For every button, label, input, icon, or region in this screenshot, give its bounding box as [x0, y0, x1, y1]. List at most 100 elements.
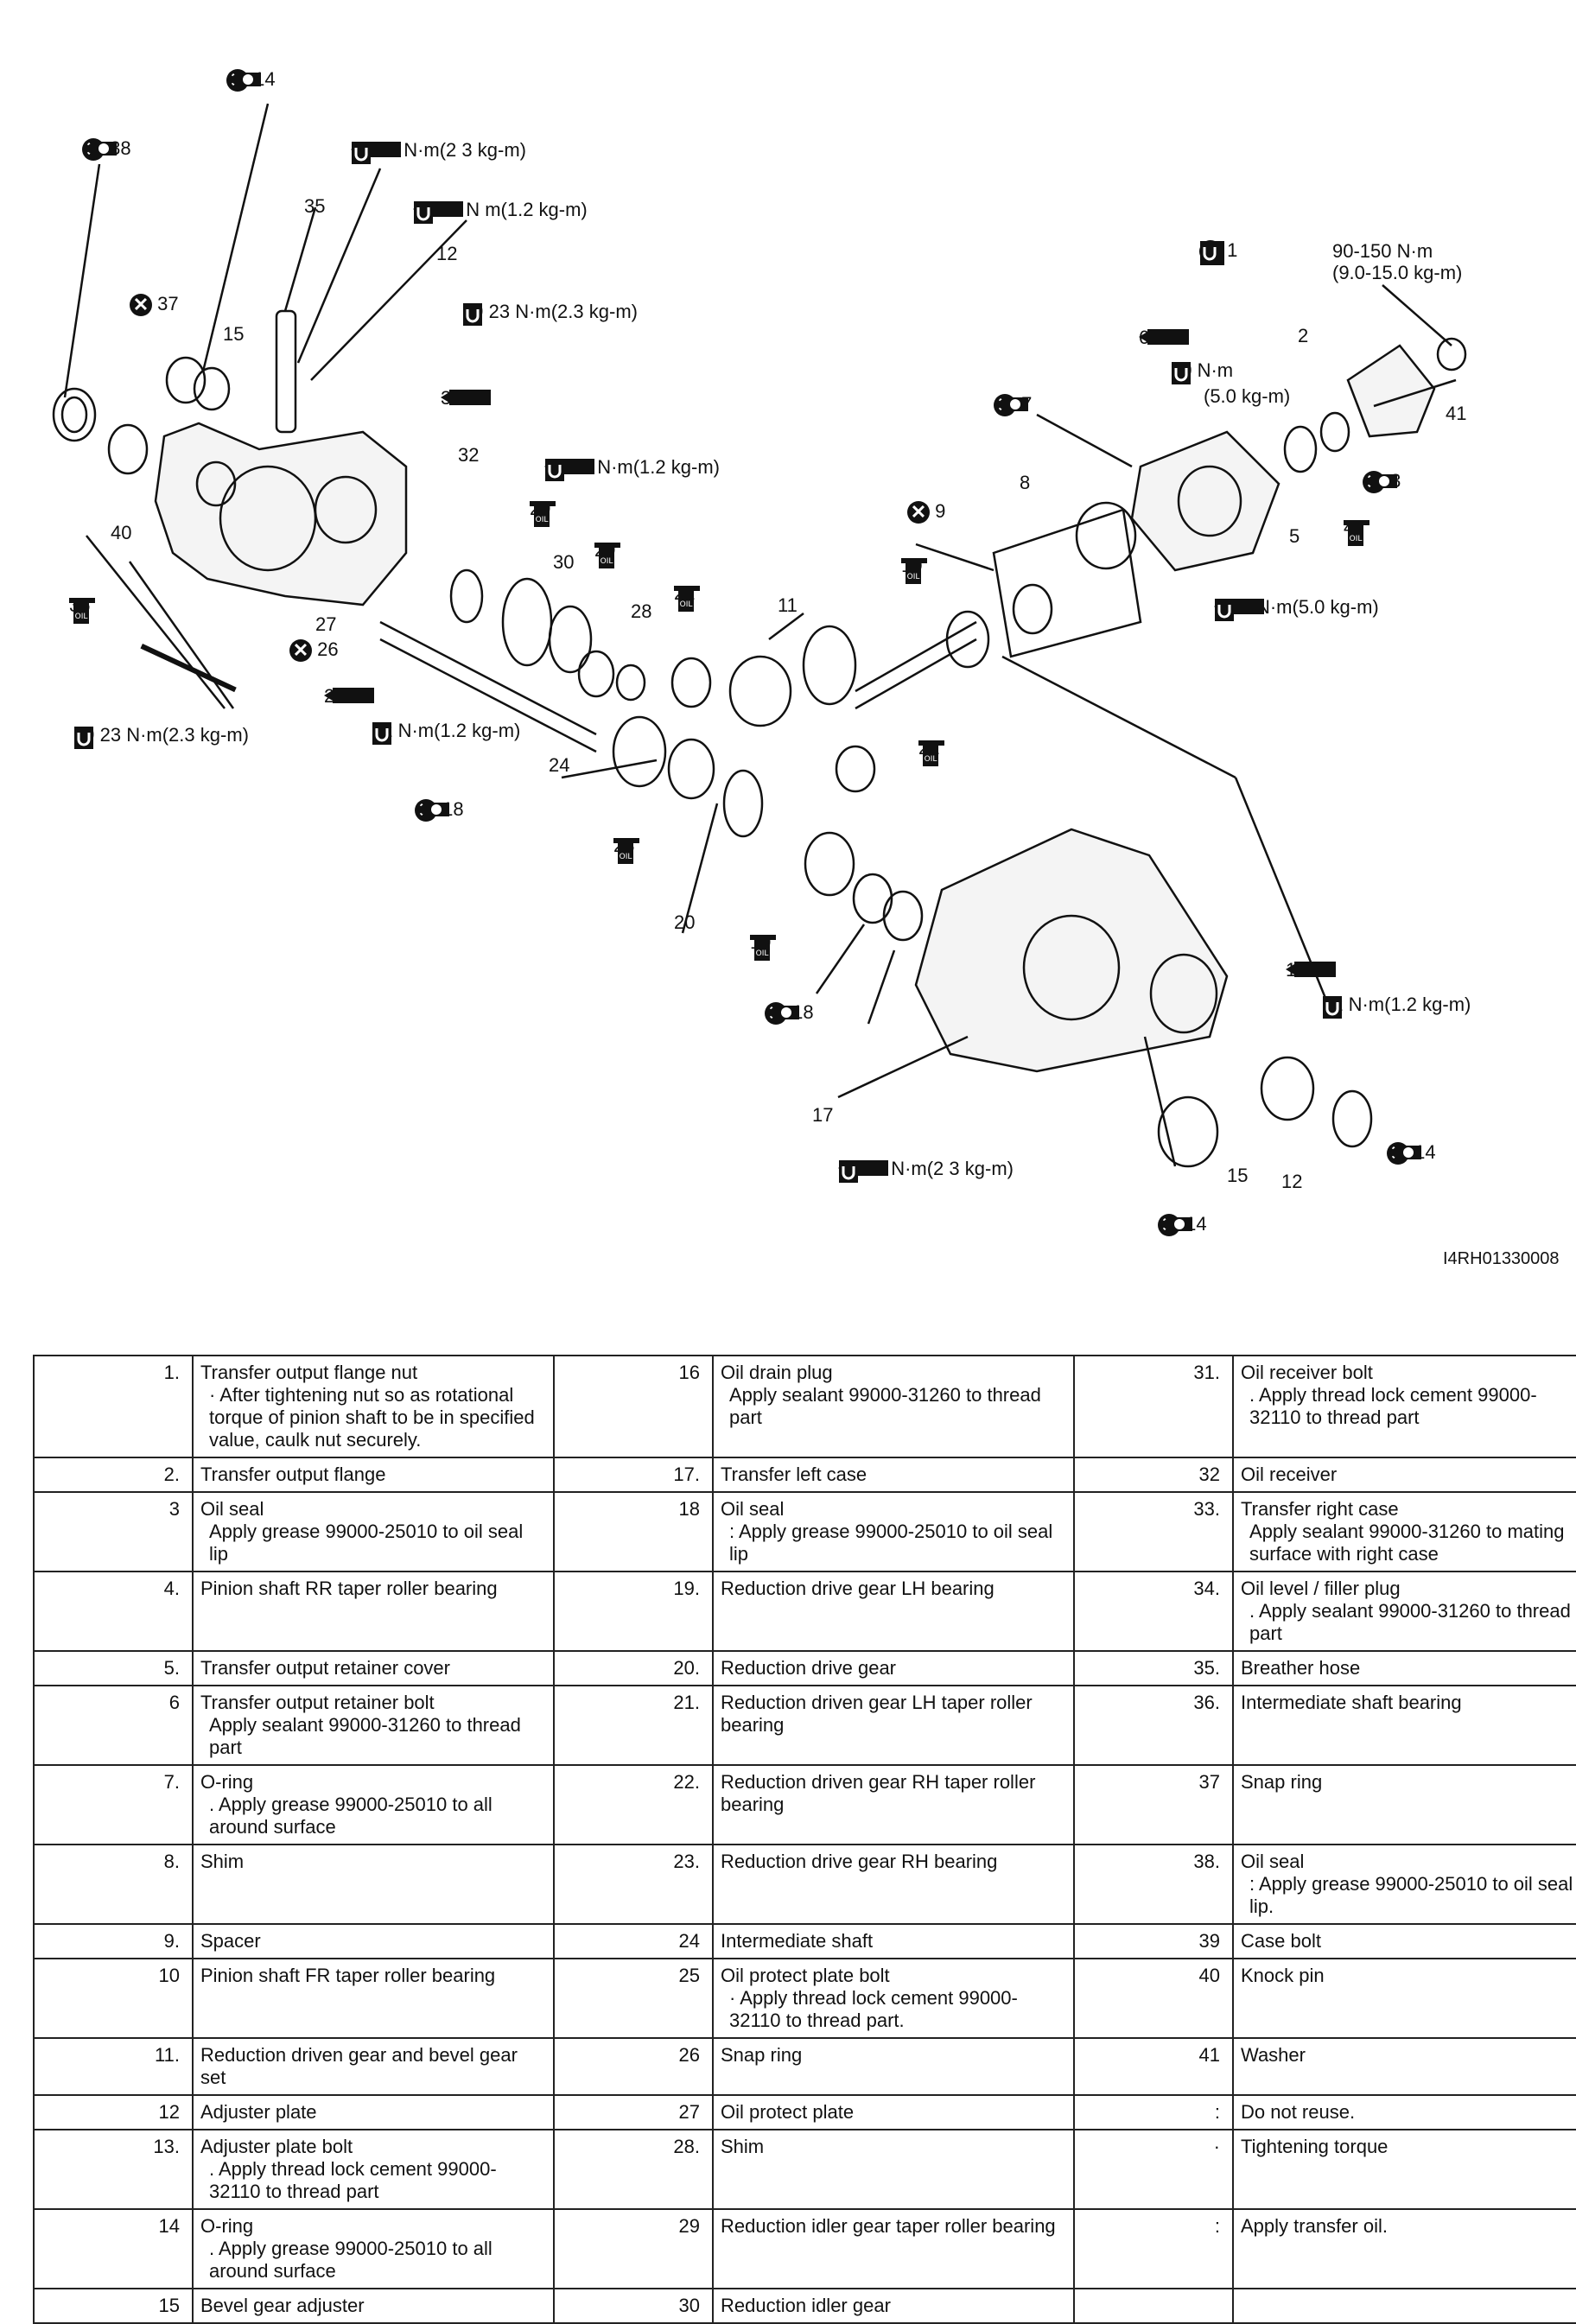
part-number: 23.: [673, 1851, 700, 1872]
callout-1-torque: 90-150 N·m(9.0-15.0 kg-m): [1332, 240, 1463, 284]
part-description-cell: Oil level / filler plug. Apply sealant 9…: [1232, 1571, 1576, 1652]
part-number-cell: 21.: [553, 1685, 714, 1766]
part-number-cell: 17.: [553, 1457, 714, 1493]
callout-31: 31 12 N·m(1.2 kg-m): [544, 458, 720, 481]
part-description-cell: Oil receiver bolt. Apply thread lock cem…: [1232, 1355, 1576, 1458]
callout-18-top: ✕ 18: [415, 799, 464, 822]
part-number-cell: 35.: [1073, 1650, 1234, 1686]
part-description-cell: Intermediate shaft: [712, 1923, 1075, 1959]
part-description-cell: Oil receiver: [1232, 1457, 1576, 1493]
part-name: Reduction idler gear: [721, 2295, 891, 2316]
part-number: 24: [678, 1930, 700, 1952]
part-number-cell: 23.: [553, 1844, 714, 1925]
part-name: Pinion shaft FR taper roller bearing: [200, 1965, 496, 1986]
callout-7: ✕ 7: [994, 394, 1032, 416]
callout-21: 21 OIL: [918, 739, 944, 766]
svg-text:OIL: OIL: [536, 516, 549, 524]
torque-wrench-icon: [839, 1160, 858, 1183]
part-number: 9.: [163, 1930, 180, 1952]
part-name: Tightening torque: [1241, 2136, 1389, 2157]
callout-9: ✕ 9: [907, 501, 945, 524]
callout-10: 10 OIL: [901, 556, 927, 584]
part-number-cell: 20.: [553, 1650, 714, 1686]
callout-14-top: ✕ 14: [226, 69, 276, 92]
part-number: 13.: [153, 2136, 180, 2157]
part-note: · Apply thread lock cement 99000-32110 t…: [729, 1987, 1018, 2031]
callout-38: ✕ 38: [82, 138, 131, 161]
oil-can-icon: OIL: [530, 501, 556, 527]
part-number-cell: 12: [33, 2094, 194, 2130]
svg-text:OIL: OIL: [907, 573, 920, 581]
part-number-cell: 41: [1073, 2037, 1234, 2096]
part-number: 25: [678, 1965, 700, 1986]
callout-6-top: 6: [1139, 328, 1189, 347]
callout-28: 28: [631, 600, 652, 622]
part-name: Pinion shaft RR taper roller bearing: [200, 1578, 498, 1599]
part-number-cell: 6: [33, 1685, 194, 1766]
part-number: 36.: [1193, 1692, 1220, 1713]
part-name: Intermediate shaft bearing: [1241, 1692, 1462, 1713]
part-description-cell: Reduction drive gear LH bearing: [712, 1571, 1075, 1652]
callout-8: 8: [1020, 472, 1031, 493]
callout-33: 33: [441, 389, 491, 408]
part-number-cell: 38.: [1073, 1844, 1234, 1925]
torque-wrench-icon: [1323, 996, 1342, 1019]
part-number-cell: 10: [33, 1958, 194, 2039]
part-number: 39: [1198, 1930, 1220, 1952]
part-name: Breather hose: [1241, 1657, 1361, 1679]
svg-text:OIL: OIL: [756, 949, 769, 958]
part-description-cell: Oil protect plate bolt· Apply thread loc…: [712, 1958, 1075, 2039]
part-number-cell: 19.: [553, 1571, 714, 1652]
part-number: 38.: [1193, 1851, 1220, 1872]
callout-13-top: 13 12 N m(1.2 kg-m): [413, 200, 588, 224]
torque-wrench-icon: [414, 201, 433, 224]
sealant-1322-icon: [324, 688, 374, 703]
part-description-cell: O-ring. Apply grease 99000-25010 to all …: [192, 2208, 555, 2289]
table-row: 4. Pinion shaft RR taper roller bearing 19…: [33, 1571, 1576, 1652]
part-number-cell: 33.: [1073, 1491, 1234, 1572]
figure-code: I4RH01330008: [1443, 1249, 1560, 1268]
callout-15-bottom: 15: [1227, 1165, 1249, 1186]
part-name: O-ring: [200, 2215, 254, 2237]
part-name: Transfer output flange: [200, 1464, 386, 1485]
callout-13-bottom: 13: [1286, 961, 1336, 980]
part-name: Shim: [721, 2136, 765, 2157]
callout-41: 41: [1446, 403, 1467, 424]
part-number-cell: 27: [553, 2094, 714, 2130]
part-note: . Apply thread lock cement 99000-32110 t…: [209, 2158, 497, 2202]
part-description-cell: Tightening torque: [1232, 2129, 1576, 2210]
part-number-cell: 16: [553, 1355, 714, 1458]
part-name: Transfer output retainer cover: [200, 1657, 450, 1679]
callout-14-right: ✕ 14: [1387, 1142, 1436, 1165]
torque-wrench-icon: [372, 722, 391, 745]
part-number: 41: [1198, 2044, 1220, 2066]
callout-37: ✕ 37: [130, 294, 179, 316]
part-description-cell: Intermediate shaft bearing: [1232, 1685, 1576, 1766]
part-number: 32: [1198, 1464, 1220, 1485]
part-description-cell: Reduction drive gear RH bearing: [712, 1844, 1075, 1925]
grease-gun-icon: [84, 142, 117, 156]
part-number-cell: 9.: [33, 1923, 194, 1959]
part-number: 30: [678, 2295, 700, 2316]
part-name: Adjuster plate bolt: [200, 2136, 353, 2157]
oil-can-icon: OIL: [69, 598, 95, 624]
part-number-cell: 34.: [1073, 1571, 1234, 1652]
callout-30: 30: [553, 551, 575, 573]
part-number: 7.: [163, 1771, 180, 1793]
callout-23: 23 OIL: [613, 836, 639, 864]
part-number-cell: 5.: [33, 1650, 194, 1686]
part-number: 17.: [673, 1464, 700, 1485]
part-name: Oil seal: [721, 1498, 785, 1520]
part-name: Snap ring: [1241, 1771, 1323, 1793]
part-note: Apply sealant 99000-31260 to thread part: [729, 1384, 1041, 1428]
callout-24: 24: [549, 754, 570, 776]
part-number: ·: [1213, 2136, 1220, 2157]
part-note: Apply sealant 99000-31260 to thread part: [209, 1714, 521, 1758]
part-note: . Apply grease 99000-25010 to all around…: [209, 2238, 492, 2282]
sealant-1217g-icon: [1139, 329, 1189, 345]
part-number: 4.: [163, 1578, 180, 1599]
part-name: Adjuster plate: [200, 2101, 317, 2123]
